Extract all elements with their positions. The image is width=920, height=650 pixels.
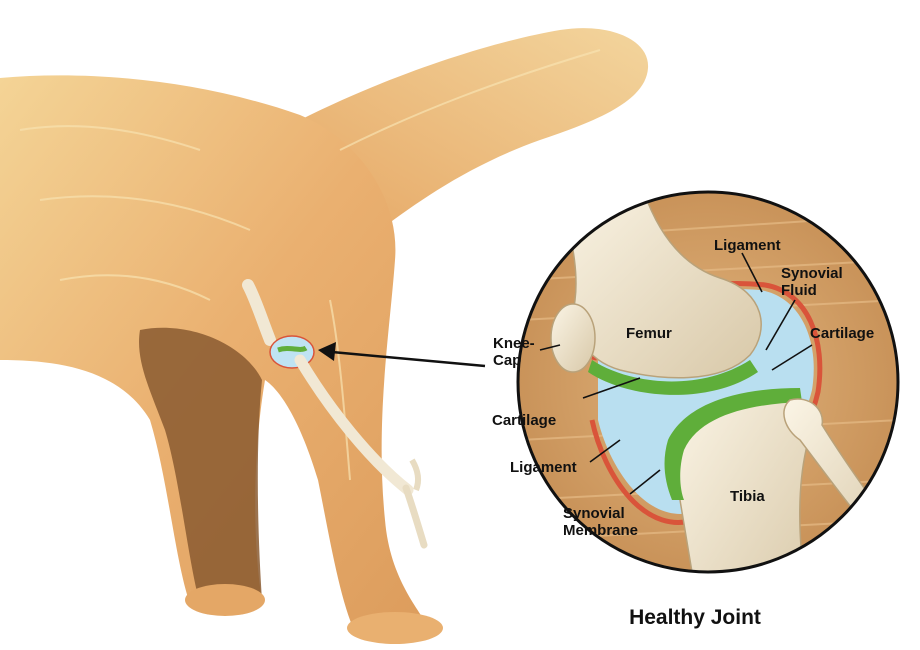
dog-tail [300, 28, 649, 231]
label-synovial-membrane: Synovial Membrane [563, 505, 639, 539]
label-synovial-fluid: Synovial Fluid [781, 265, 843, 299]
femur-bone [559, 192, 762, 379]
label-cartilage-left: Cartilage [492, 412, 557, 429]
label-tibia: Tibia [730, 488, 765, 505]
label-ligament-top: Ligament [714, 237, 781, 254]
label-knee-cap: Knee- Cap [493, 335, 535, 369]
label-femur: Femur [626, 325, 672, 342]
dog-inner-leg [139, 327, 262, 604]
joint-magnifier [516, 190, 900, 574]
kneecap-bone [550, 303, 596, 373]
femur-cartilage [588, 360, 758, 395]
label-ligament-left: Ligament [510, 459, 577, 476]
tibia-cartilage [664, 388, 802, 500]
caption-healthy-joint: Healthy Joint [629, 606, 761, 629]
zoom-arrow-head [318, 342, 336, 361]
dog-body [0, 28, 649, 644]
dog-paw-front [347, 612, 443, 644]
dog-paw-back [185, 584, 265, 616]
leg-skeleton [242, 279, 428, 549]
zoom-arrow-line [331, 350, 486, 368]
label-cartilage-right: Cartilage [810, 325, 875, 342]
